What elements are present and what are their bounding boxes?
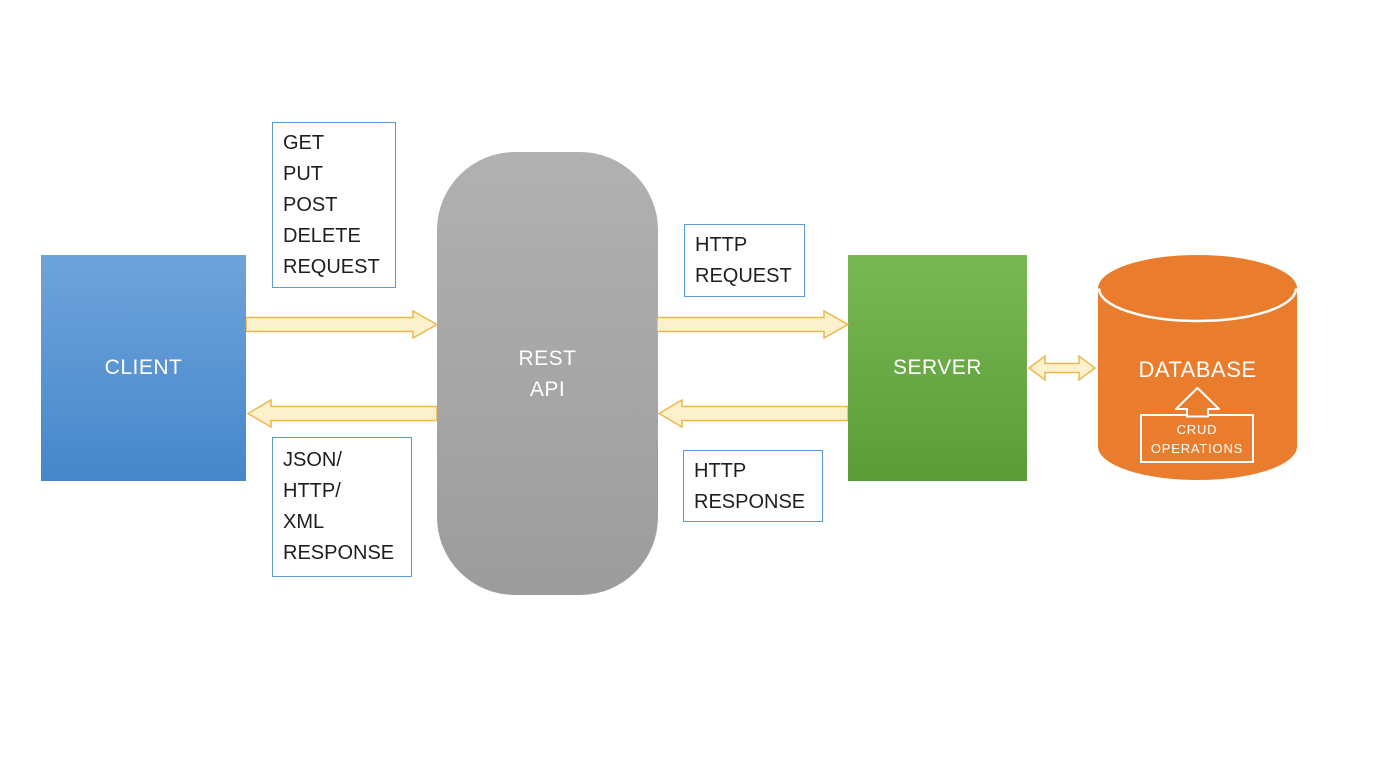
request-methods-line-1: GET	[283, 132, 325, 154]
http-request-note: HTTP REQUEST	[684, 224, 805, 297]
http-request-line-1: HTTP	[695, 234, 748, 256]
database-node-label: DATABASE	[1138, 357, 1257, 382]
server-node-label: SERVER	[893, 356, 982, 379]
request-methods-line-5: REQUEST	[283, 256, 380, 278]
http-response-line-2: RESPONSE	[694, 491, 806, 513]
response-formats-line-2: HTTP/	[283, 480, 341, 502]
client-node-label: CLIENT	[104, 356, 183, 379]
response-formats-line-4: RESPONSE	[283, 542, 395, 564]
rest-api-label-line-2: API	[529, 377, 566, 401]
arrow-restapi-to-client-icon	[247, 399, 437, 428]
crud-operations-box	[1140, 414, 1254, 463]
rest-api-node-label: REST API	[518, 343, 576, 405]
response-formats-line-3: XML	[283, 511, 325, 533]
http-response-line-1: HTTP	[694, 460, 747, 482]
client-node: CLIENT	[41, 255, 246, 481]
response-formats-note: JSON/ HTTP/ XML RESPONSE	[272, 437, 412, 577]
request-methods-line-3: POST	[283, 194, 338, 216]
arrow-server-to-restapi-icon	[658, 399, 848, 428]
request-methods-line-4: DELETE	[283, 225, 361, 247]
http-request-line-2: REQUEST	[695, 265, 792, 287]
arrow-restapi-to-server-icon	[657, 310, 849, 339]
rest-api-label-line-1: REST	[518, 346, 577, 370]
request-methods-line-2: PUT	[283, 163, 323, 185]
http-response-note: HTTP RESPONSE	[683, 450, 823, 522]
crud-label-line-1: CRUD	[1176, 421, 1218, 437]
crud-operations-label: CRUD OPERATIONS	[1141, 415, 1253, 462]
crud-label-line-2: OPERATIONS	[1150, 440, 1244, 456]
arrow-server-database-bidirectional-icon	[1028, 355, 1096, 381]
database-node: DATABASE CRUD OPERATIONS	[1097, 255, 1298, 481]
request-methods-note: GET PUT POST DELETE REQUEST	[272, 122, 396, 288]
server-node: SERVER	[848, 255, 1027, 481]
arrow-client-to-restapi-icon	[246, 310, 438, 339]
database-cylinder-icon	[1097, 255, 1298, 480]
crud-up-arrow-icon	[1175, 387, 1220, 418]
rest-api-node: REST API	[437, 152, 658, 595]
response-formats-line-1: JSON/	[283, 449, 342, 471]
